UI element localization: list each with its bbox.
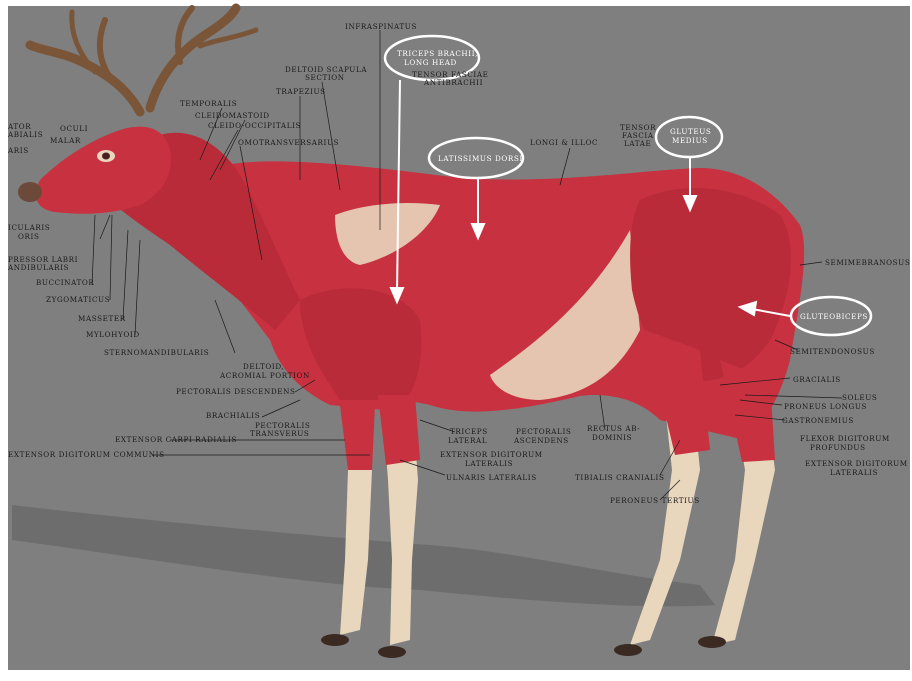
- label-infraspinatus: INFRASPINATUS: [345, 22, 417, 31]
- label-rectus-abdominis-2: DOMINIS: [592, 433, 632, 442]
- label-deltoid-scapula-2: SECTION: [305, 73, 345, 82]
- label-extensor-digitorum-lateralis-hind-2: LATERALIS: [830, 468, 878, 477]
- label-trapezius: TRAPEZIUS: [276, 87, 326, 96]
- label-buccinator: BUCCINATOR: [36, 278, 94, 287]
- label-rectus-abdominis: RECTUS AB-: [587, 424, 640, 433]
- label-pectoralis-ascendens: PECTORALIS: [516, 427, 571, 436]
- label-semitendonosus: SEMITENDONOSUS: [790, 347, 875, 356]
- label-orbicularis: ICULARIS: [8, 223, 50, 232]
- label-tensor-fasciae-2: ANTIBRACHII: [423, 78, 483, 87]
- label-pectoralis-transversus-2: TRANSVERUS: [250, 429, 309, 438]
- label-ulnaris-lateralis: ULNARIS LATERALIS: [446, 473, 537, 482]
- label-pectoralis-ascendens-2: ASCENDENS: [513, 436, 569, 445]
- label-sternomandibularis: STERNOMANDIBULARIS: [104, 348, 209, 357]
- label-extensor-digitorum-lateralis: EXTENSOR DIGITORUM: [440, 450, 543, 459]
- label-tensor-fasciae-latae-3: LATAE: [624, 139, 651, 148]
- label-triceps-lateral: TRICEPS: [450, 427, 488, 436]
- hoof: [698, 636, 726, 648]
- hoof: [378, 646, 406, 658]
- label-cleido-occipitalis: CLEIDO-OCCIPITALIS: [208, 121, 301, 130]
- label-pectoralis-descendens: PECTORALIS DESCENDENS: [176, 387, 295, 396]
- label-aris: ARIS: [7, 146, 29, 155]
- label-depressor-2: ANDIBULARIS: [7, 263, 69, 272]
- label-triceps-brachii-2: LONG HEAD: [404, 58, 457, 67]
- label-extensor-carpi: EXTENSOR CARPI RADIALIS: [115, 435, 237, 444]
- label-extensor-digitorum-lateralis-2: LATERALIS: [465, 459, 513, 468]
- label-longi-illoc: LONGI & ILLOC: [530, 138, 598, 147]
- label-flexor-digitorum: FLEXOR DIGITORUM: [800, 434, 890, 443]
- label-extensor-digitorum-communis: EXTENSOR DIGITORUM COMMUNIS: [8, 450, 165, 459]
- label-zygomaticus: ZYGOMATICUS: [46, 295, 110, 304]
- hoof: [321, 634, 349, 646]
- label-deltoid-acromial: DELTOID,: [243, 362, 284, 371]
- label-oculi: OCULI: [60, 124, 88, 133]
- label-gluteus: GLUTEUS: [670, 127, 711, 136]
- label-triceps-brachii: TRICEPS BRACHII,: [397, 49, 478, 58]
- pupil: [102, 153, 110, 160]
- label-medius: MEDIUS: [672, 136, 708, 145]
- label-soleus: SOLEUS: [842, 393, 877, 402]
- label-cleidomastoid: CLEIDOMASTOID: [195, 111, 270, 120]
- label-levator-2: ABIALIS: [7, 130, 43, 139]
- label-proneus-longus: PRONEUS LONGUS: [784, 402, 867, 411]
- label-triceps-lateral-2: LATERAL: [448, 436, 487, 445]
- label-gastronemius: GASTRONEMIUS: [782, 416, 854, 425]
- label-brachialis: BRACHIALIS: [206, 411, 260, 420]
- label-semimembranosus: SEMIMEBRANOSUS: [825, 258, 910, 267]
- hoof: [614, 644, 642, 656]
- label-flexor-digitorum-2: PROFUNDUS: [810, 443, 866, 452]
- label-gluteobiceps: GLUTEOBICEPS: [800, 312, 868, 321]
- label-malar: MALAR: [50, 136, 81, 145]
- label-temporalis: TEMPORALIS: [180, 99, 237, 108]
- label-deltoid-acromial-2: ACROMIAL PORTION: [219, 371, 310, 380]
- label-mylohyoid: MYLOHYOID: [86, 330, 140, 339]
- label-peroneus-tertius: PERONEUS TERTIUS: [610, 496, 700, 505]
- label-gracialis: GRACIALIS: [793, 375, 841, 384]
- nose: [18, 182, 42, 202]
- label-latissimus-dorsi: LATISSIMUS DORSI: [438, 154, 523, 163]
- label-tibialis-cranialis: TIBIALIS CRANIALIS: [575, 473, 665, 482]
- label-masseter: MASSETER: [78, 314, 126, 323]
- label-orbicularis-2: ORIS: [18, 232, 39, 241]
- label-omotransversarius: OMOTRANSVERSARIUS: [238, 138, 339, 147]
- label-extensor-digitorum-lateralis-hind: EXTENSOR DIGITORUM: [805, 459, 908, 468]
